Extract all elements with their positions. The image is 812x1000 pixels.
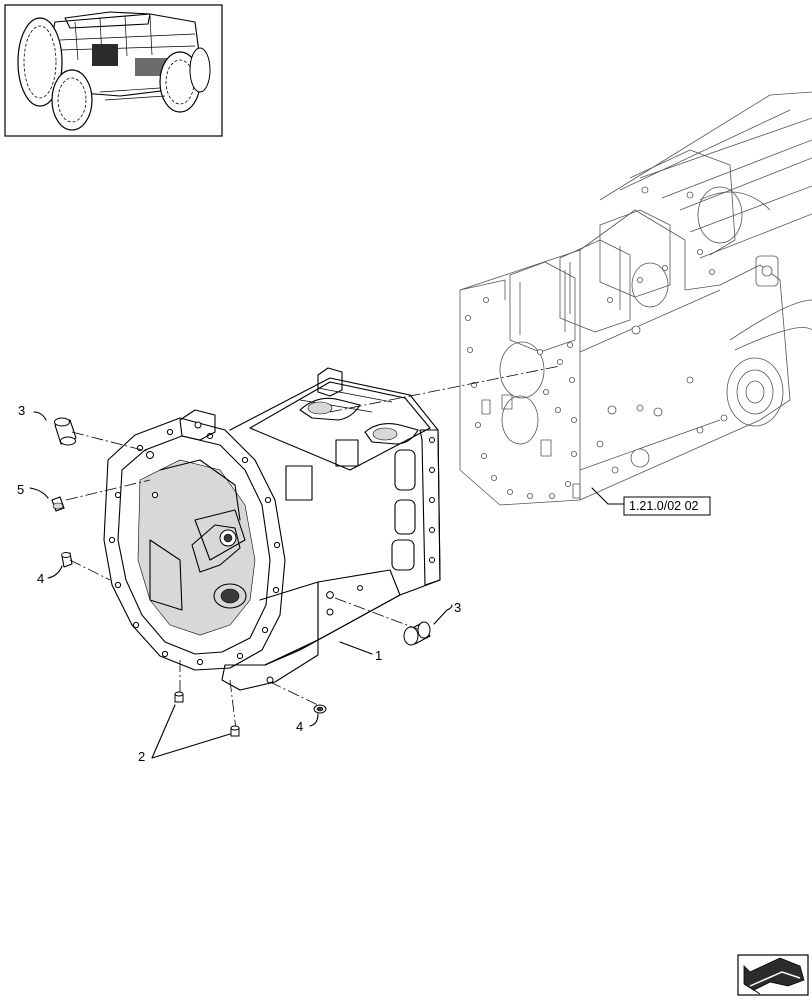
cross-reference-label: 1.21.0/02 02 [629, 499, 699, 513]
tractor-thumbnail[interactable] [4, 4, 223, 137]
transmission-housing-ghost [459, 91, 812, 506]
callout-4-bottom: 4 [296, 719, 303, 734]
callout-1: 1 [375, 648, 382, 663]
dowel-sleeve-part-3-left[interactable] [54, 417, 77, 446]
callout-2: 2 [138, 749, 145, 764]
plug-part-4-left[interactable] [61, 552, 73, 568]
leader-lines [29, 411, 625, 759]
assembly-centerlines [65, 365, 561, 731]
next-page-arrow-icon[interactable] [737, 954, 809, 996]
dowel-sleeve-part-3-right[interactable] [403, 621, 431, 646]
cross-reference-box[interactable]: 1.21.0/02 02 [623, 496, 711, 516]
plug-part-5[interactable] [51, 496, 65, 512]
plug-part-4-bottom[interactable] [313, 704, 327, 714]
callout-3-left: 3 [18, 403, 25, 418]
callout-5: 5 [17, 482, 24, 497]
callout-labels: 3 5 4 1 3 4 2 [17, 403, 461, 764]
callout-3-right: 3 [454, 600, 461, 615]
front-housing-part-1[interactable] [103, 367, 441, 691]
screws-part-2[interactable] [174, 691, 240, 737]
callout-4-left: 4 [37, 571, 44, 586]
